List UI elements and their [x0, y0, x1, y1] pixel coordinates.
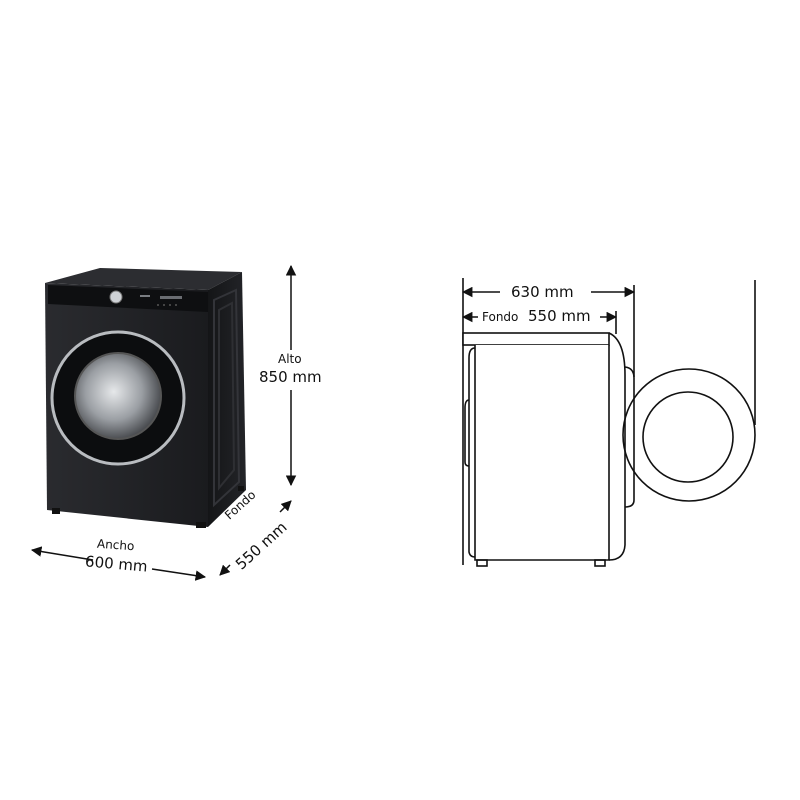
program-dial-icon [109, 290, 123, 304]
side-depth-label: Fondo [482, 310, 519, 324]
washing-machine-side-outline [462, 278, 756, 567]
height-label: Alto [278, 352, 302, 366]
door-glass [75, 353, 161, 439]
depth-arrow-bottom [219, 564, 231, 576]
side-depth-value: 550 mm [528, 307, 591, 325]
width-arrow-right [151, 568, 207, 581]
total-depth-value: 630 mm [511, 283, 574, 301]
width-arrow-left [30, 546, 94, 561]
width-label: Ancho [96, 536, 135, 554]
control-panel [48, 285, 208, 312]
depth-arrow-top [279, 500, 292, 513]
height-value: 850 mm [259, 368, 322, 386]
